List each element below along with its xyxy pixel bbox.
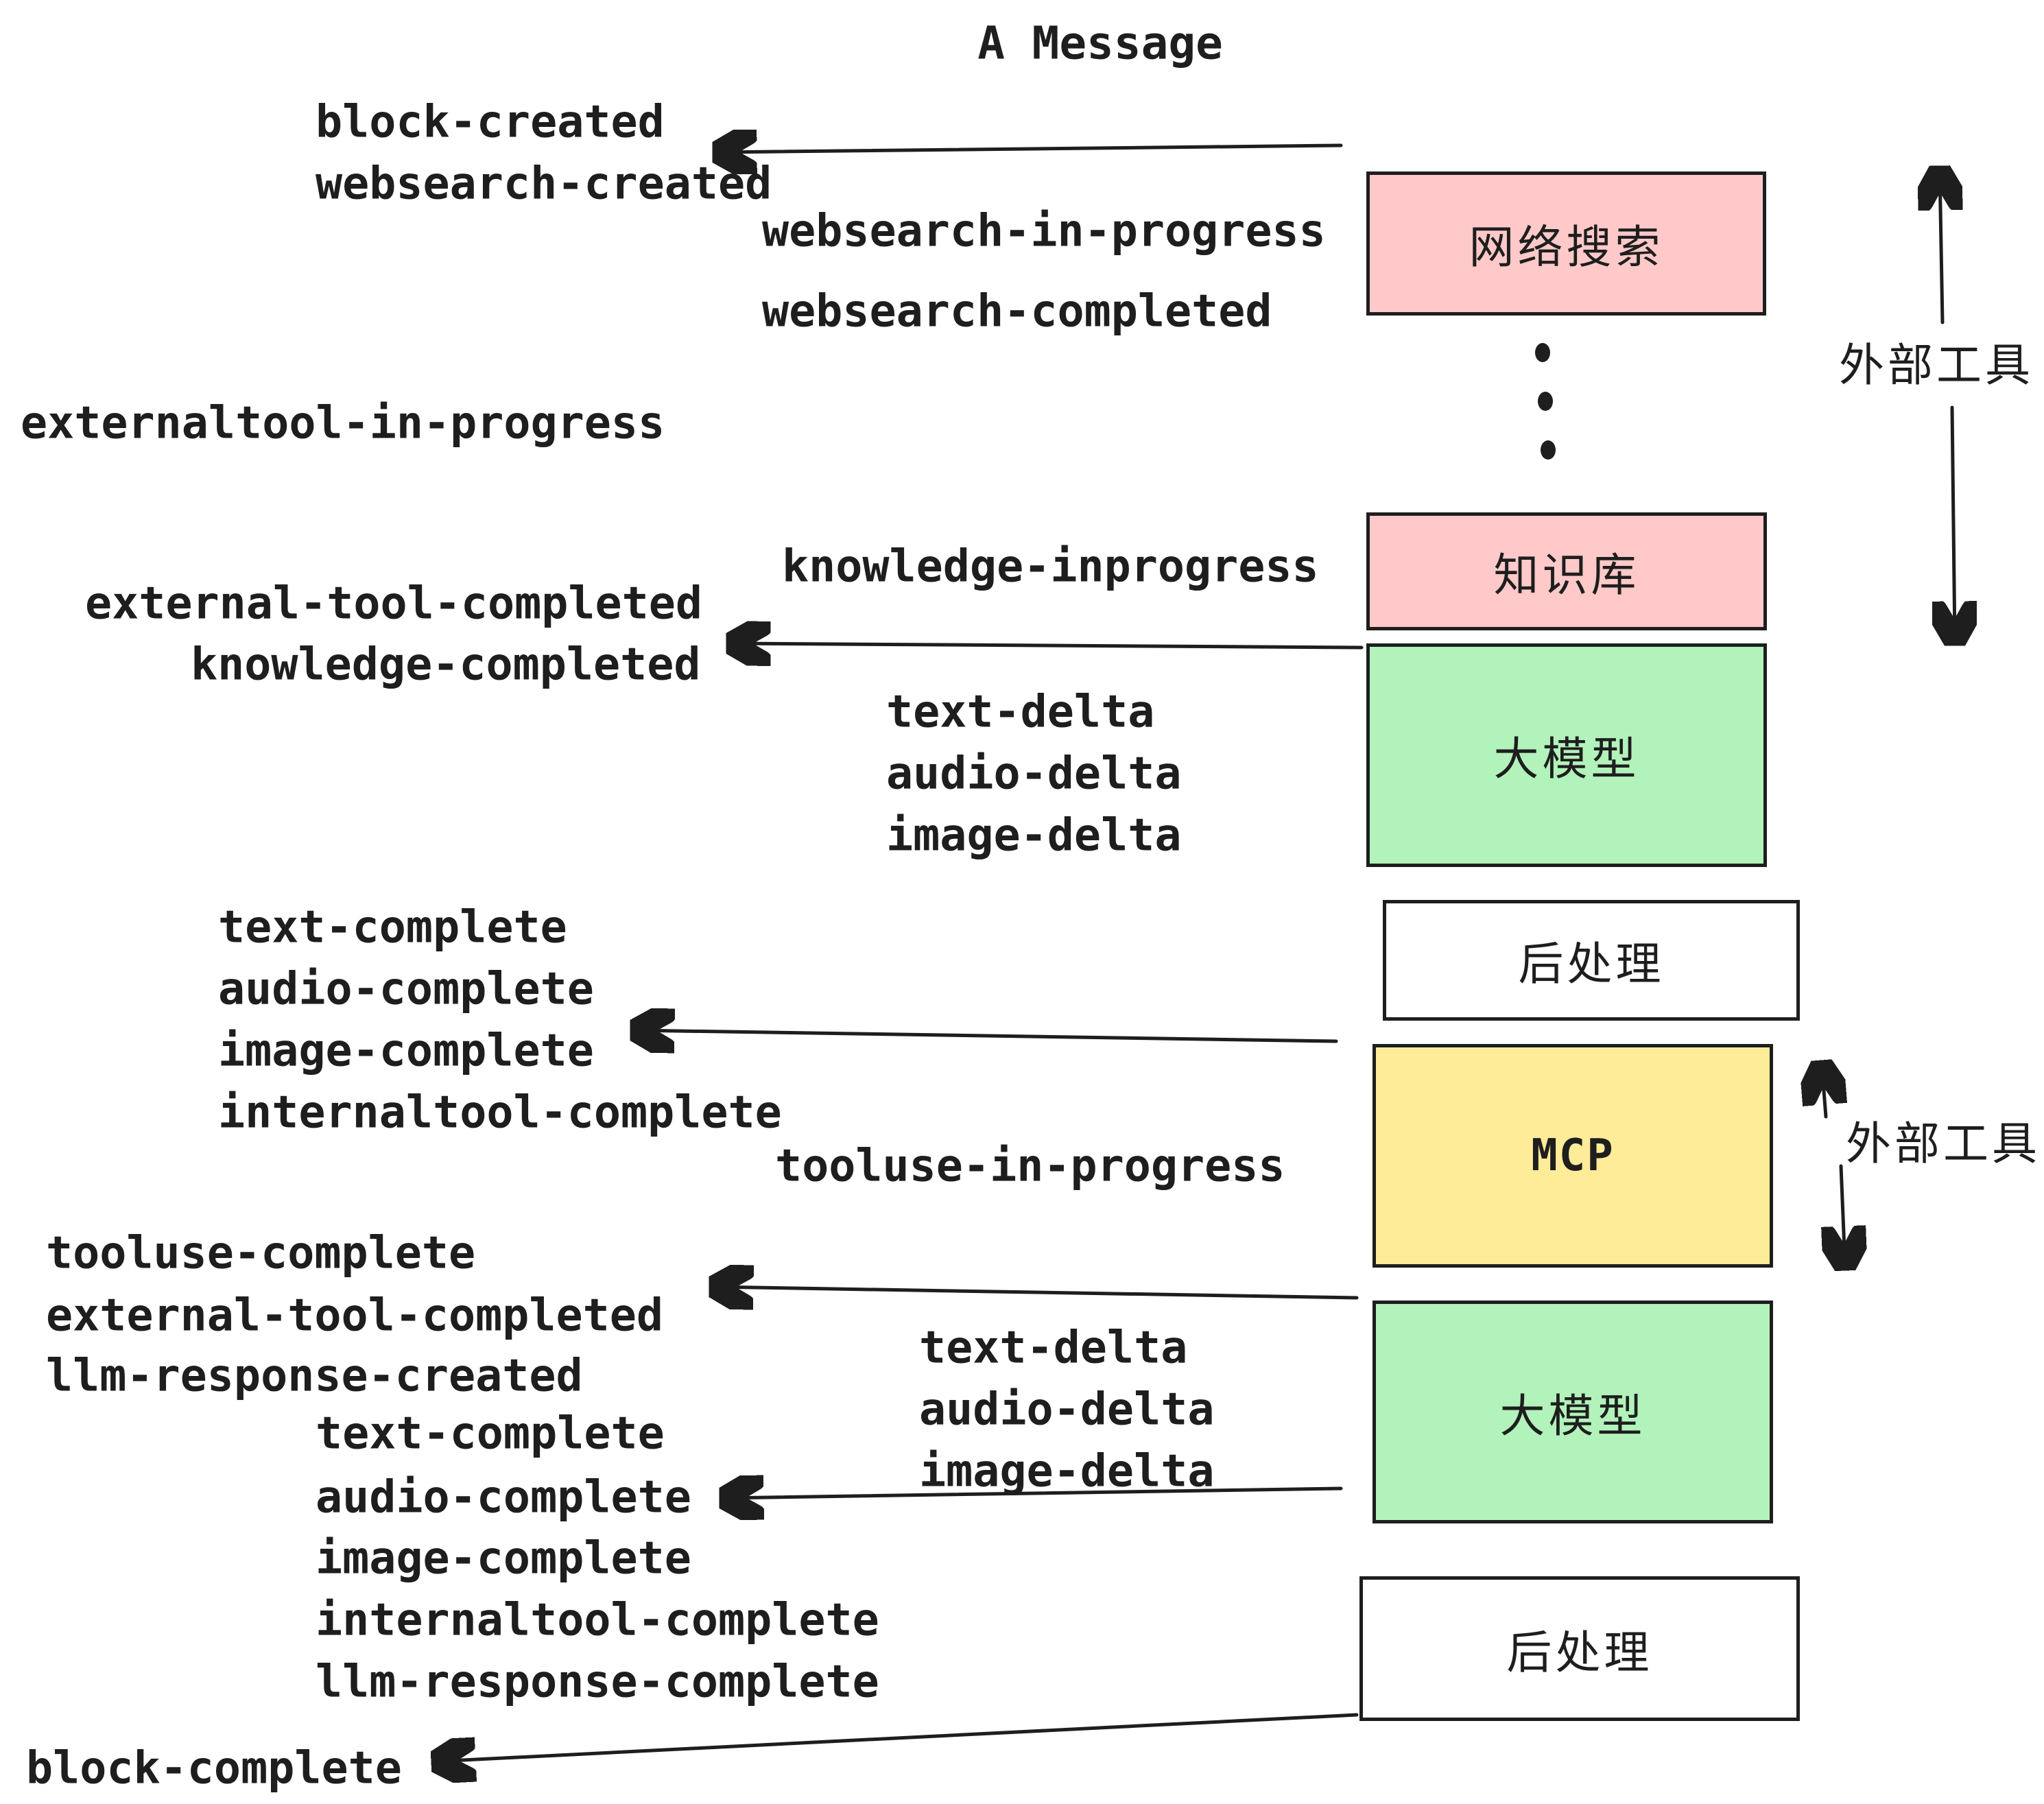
event-external-tool-completed-1: external-tool-completed: [85, 578, 703, 630]
event-text-complete-1: text-complete: [218, 901, 567, 953]
event-tooluse-complete: tooluse-complete: [46, 1227, 476, 1279]
arrow-to-tooluse-complete: [713, 1287, 1359, 1298]
postprocess-box-1: 后处理: [1383, 900, 1800, 1021]
external-tools-upper-down-arrow: [1952, 405, 1955, 641]
external-tools-lower-up-arrow: [1822, 1065, 1826, 1119]
event-text-delta-1: text-delta: [886, 686, 1155, 738]
ellipsis-dot: [1538, 392, 1553, 411]
event-tooluse-in-progress: tooluse-in-progress: [775, 1140, 1285, 1192]
llm-box-2: 大模型: [1372, 1301, 1773, 1523]
event-knowledge-completed: knowledge-completed: [191, 639, 701, 691]
external-tools-lower-label: 外部工具: [1846, 1117, 2041, 1170]
postprocess-box-2: 后处理: [1359, 1576, 1800, 1721]
external-tools-upper-up-arrow: [1940, 170, 1942, 324]
mcp-box-label: MCP: [1531, 1130, 1615, 1181]
event-audio-complete-2: audio-complete: [316, 1471, 691, 1523]
event-text-delta-2: text-delta: [919, 1322, 1188, 1374]
event-image-complete-2: image-complete: [316, 1532, 691, 1585]
external-tools-upper-label: 外部工具: [1839, 339, 2034, 392]
event-knowledge-inprogress: knowledge-inprogress: [782, 541, 1319, 593]
event-internaltool-complete-2: internaltool-complete: [316, 1594, 879, 1646]
event-image-complete-1: image-complete: [218, 1025, 594, 1077]
event-block-complete: block-complete: [26, 1742, 402, 1794]
event-internaltool-complete-1: internaltool-complete: [218, 1087, 782, 1139]
ellipsis-dot: [1535, 343, 1550, 362]
event-external-tool-completed-2: external-tool-completed: [46, 1290, 664, 1342]
llm-box-1: 大模型: [1366, 643, 1767, 867]
mcp-box: MCP: [1372, 1044, 1773, 1268]
arrow-to-image-complete: [634, 1030, 1338, 1041]
event-websearch-created: websearch-created: [316, 158, 772, 210]
knowledge-box: 知识库: [1366, 512, 1767, 630]
arrow-to-knowledge-completed: [730, 643, 1364, 648]
event-websearch-completed: websearch-completed: [762, 285, 1272, 337]
arrow-to-block-created: [717, 145, 1343, 152]
external-tools-lower-down-arrow: [1841, 1164, 1845, 1266]
event-externaltool-in-progress: externaltool-in-progress: [21, 397, 665, 449]
arrow-to-block-complete: [436, 1713, 1359, 1761]
llm-box-1-label: 大模型: [1493, 733, 1640, 785]
knowledge-box-label: 知识库: [1493, 549, 1640, 602]
event-text-complete-2: text-complete: [316, 1408, 665, 1460]
page-title: A Message: [977, 16, 1223, 70]
event-block-created: block-created: [316, 96, 665, 148]
event-audio-complete-1: audio-complete: [218, 963, 594, 1015]
ellipsis-dot: [1541, 440, 1556, 460]
event-image-delta-2: image-delta: [919, 1445, 1215, 1497]
event-llm-response-complete: llm-response-complete: [316, 1656, 879, 1708]
event-audio-delta-2: audio-delta: [919, 1384, 1215, 1436]
postprocess-box-2-label: 后处理: [1506, 1626, 1653, 1679]
websearch-box: 网络搜索: [1366, 171, 1766, 316]
event-image-delta-1: image-delta: [886, 809, 1182, 862]
event-llm-response-created: llm-response-created: [46, 1350, 583, 1402]
websearch-box-label: 网络搜索: [1469, 221, 1664, 274]
event-websearch-in-progress: websearch-in-progress: [762, 205, 1326, 257]
postprocess-box-1-label: 后处理: [1518, 938, 1665, 990]
llm-box-2-label: 大模型: [1499, 1389, 1646, 1443]
event-audio-delta-1: audio-delta: [886, 748, 1182, 800]
